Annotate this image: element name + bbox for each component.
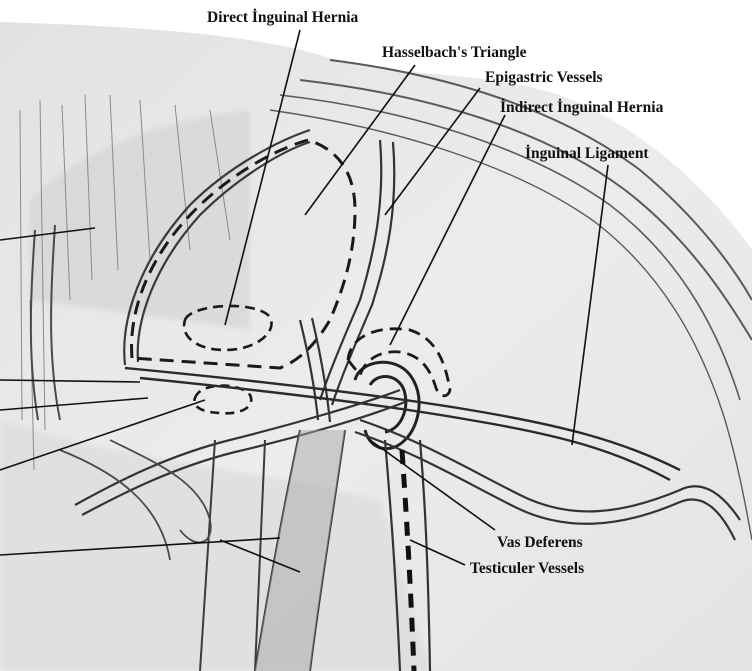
label-testiculer-vessels: Testiculer Vessels [470,560,584,577]
label-direct-inguinal-hernia: Direct İnguinal Hernia [207,9,359,26]
label-epigastric-vessels: Epigastric Vessels [485,69,603,86]
label-hasselbachs-triangle: Hasselbach's Triangle [382,44,527,61]
label-vas-deferens: Vas Deferens [497,534,583,551]
label-inguinal-ligament: İnguinal Ligament [525,145,649,162]
label-indirect-inguinal-hernia: İndirect İnguinal Hernia [500,99,664,116]
